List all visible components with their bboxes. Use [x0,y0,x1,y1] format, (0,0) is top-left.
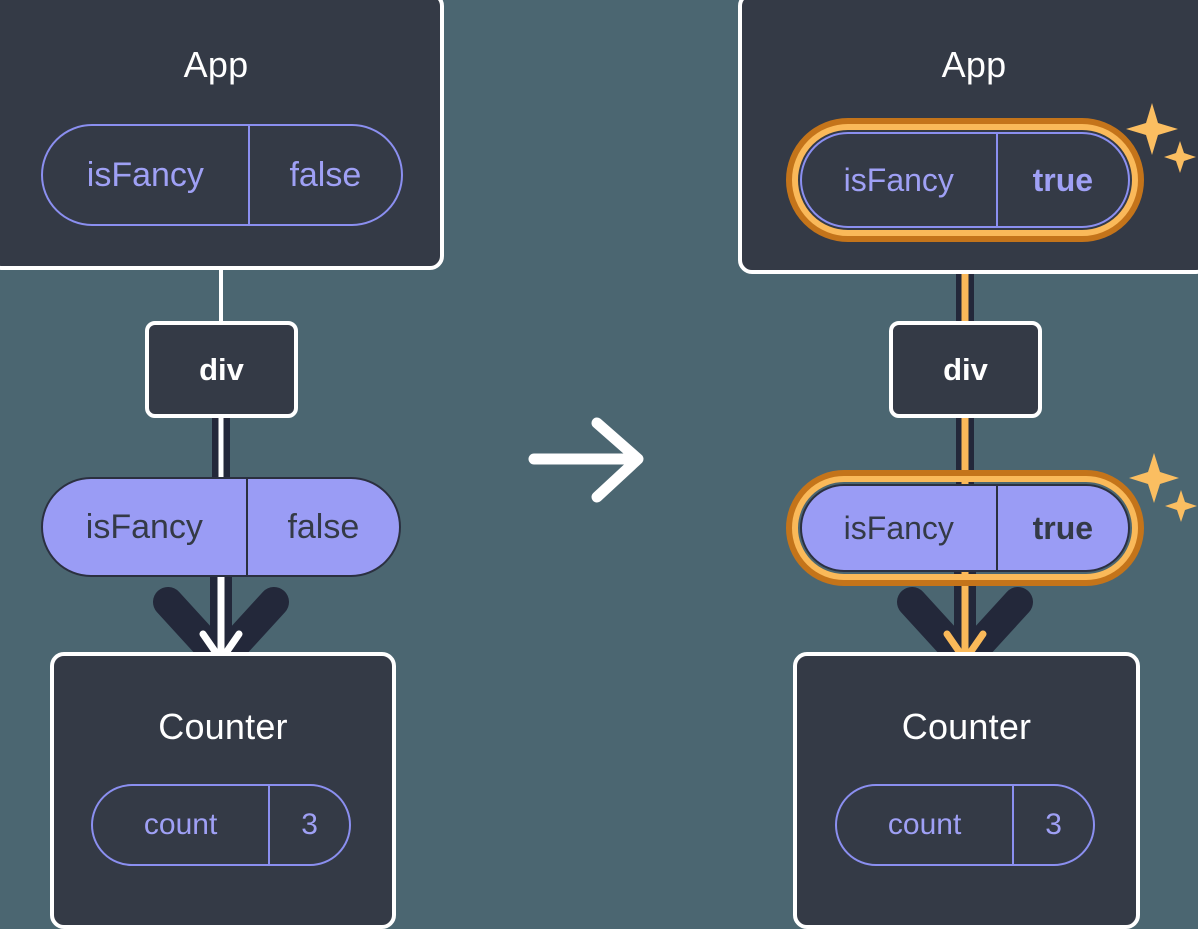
counter-title-before: Counter [158,706,288,747]
props-pill-value-before: false [245,479,399,575]
app-state-pill-key-after: isFancy [843,161,954,198]
div-host-before: div [145,321,298,418]
app-title-before: App [183,44,249,85]
counter-state-pill-key-after: count [887,808,962,841]
div-host-label-before: div [199,351,244,387]
counter-state-pill-before[interactable]: count 3 [91,784,351,866]
counter-title-after: Counter [901,706,1032,747]
app-state-pill-before[interactable]: isFancy false [41,124,403,226]
div-host-after: div [889,321,1042,418]
app-state-pill-value-after: true [995,134,1128,226]
app-title-after: App [941,44,1007,85]
props-pill-key-before: isFancy [85,507,203,546]
counter-state-pill-value-after: 3 [1012,786,1093,864]
div-host-label-after: div [943,351,988,387]
sparkle-icon-app-after [1126,103,1196,173]
props-pill-value-after: true [995,486,1128,570]
counter-state-pill-after[interactable]: count 3 [835,784,1095,866]
app-state-pill-key-before: isFancy [86,155,204,194]
app-state-pill-after[interactable]: isFancy true [800,132,1130,228]
props-pill-after[interactable]: isFancy true [800,484,1130,572]
props-pill-key-after: isFancy [843,509,954,546]
counter-state-pill-value-before: 3 [268,786,349,864]
app-state-pill-value-before: false [247,126,401,224]
counter-state-pill-key-before: count [143,808,218,841]
props-pill-before[interactable]: isFancy false [41,477,401,577]
right-arrow-icon [528,417,644,503]
sparkle-icon-props-after [1129,453,1197,522]
